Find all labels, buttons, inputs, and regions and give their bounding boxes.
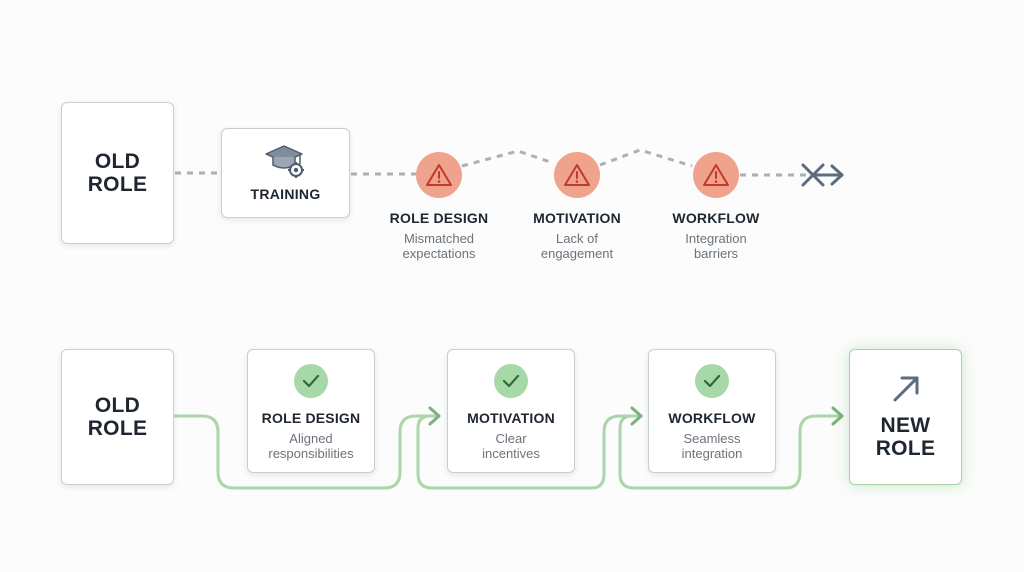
training-label: TRAINING: [250, 186, 321, 202]
barrier-motivation: MOTIVATION Lack of engagement: [507, 152, 647, 261]
check-icon: [703, 374, 721, 388]
step-desc: Aligned responsibilities: [268, 431, 353, 461]
barrier-workflow: WORKFLOW Integration barriers: [646, 152, 786, 261]
blocked-arrow-icon: [801, 163, 844, 187]
step-desc-line2: responsibilities: [268, 446, 354, 461]
warning-icon: [564, 164, 590, 186]
step-workflow: WORKFLOW Seamless integration: [648, 349, 776, 473]
new-role-label-line2: ROLE: [875, 437, 936, 460]
old-role-label-line2: ROLE: [87, 417, 148, 440]
warning-icon: [703, 164, 729, 186]
warning-circle: [416, 152, 462, 198]
training-box: TRAINING: [221, 128, 350, 218]
check-circle: [294, 364, 328, 398]
step-desc-line2: integration: [681, 446, 743, 461]
step-desc: Seamless integration: [682, 431, 743, 461]
step-title: WORKFLOW: [668, 410, 756, 426]
barrier-desc-line1: Mismatched: [403, 231, 475, 246]
arrow-up-right-icon: [893, 376, 918, 402]
step-role-design: ROLE DESIGN Aligned responsibilities: [247, 349, 375, 473]
check-icon: [502, 374, 520, 388]
warning-circle: [554, 152, 600, 198]
check-circle: [494, 364, 528, 398]
barrier-desc-line2: expectations: [402, 246, 476, 261]
check-circle: [695, 364, 729, 398]
graduation-cap-gear-icon: [264, 145, 304, 178]
old-role-box-bottom: OLD ROLE: [61, 349, 174, 485]
barrier-desc-line2: engagement: [540, 246, 614, 261]
old-role-label-bottom: OLD ROLE: [88, 394, 148, 440]
old-role-label-top: OLD ROLE: [88, 150, 148, 196]
step-title: ROLE DESIGN: [261, 410, 361, 426]
new-role-box: NEW ROLE: [849, 349, 962, 485]
barrier-desc: Integration barriers: [646, 231, 786, 261]
new-role-label: NEW ROLE: [876, 414, 936, 460]
step-motivation: MOTIVATION Clear incentives: [447, 349, 575, 473]
barrier-desc: Lack of engagement: [507, 231, 647, 261]
step-desc: Clear incentives: [482, 431, 540, 461]
barrier-role-design: ROLE DESIGN Mismatched expectations: [369, 152, 509, 261]
old-role-label-line1: OLD: [94, 394, 141, 417]
check-icon: [302, 374, 320, 388]
step-desc-line1: Seamless: [683, 431, 741, 446]
barrier-desc-line1: Lack of: [556, 231, 598, 246]
step-desc-line1: Clear: [495, 431, 527, 446]
barrier-desc-line2: barriers: [693, 246, 739, 261]
barrier-desc: Mismatched expectations: [369, 231, 509, 261]
old-role-label-line1: OLD: [94, 150, 141, 173]
barrier-title: ROLE DESIGN: [389, 210, 489, 226]
barrier-title: MOTIVATION: [533, 210, 621, 226]
step-desc-line2: incentives: [482, 446, 540, 461]
barrier-desc-line1: Integration: [685, 231, 747, 246]
warning-icon: [426, 164, 452, 186]
old-role-box-top: OLD ROLE: [61, 102, 174, 244]
step-title: MOTIVATION: [467, 410, 555, 426]
new-role-label-line1: NEW: [880, 414, 931, 437]
warning-circle: [693, 152, 739, 198]
barrier-title: WORKFLOW: [672, 210, 760, 226]
old-role-label-line2: ROLE: [87, 173, 148, 196]
step-desc-line1: Aligned: [289, 431, 333, 446]
